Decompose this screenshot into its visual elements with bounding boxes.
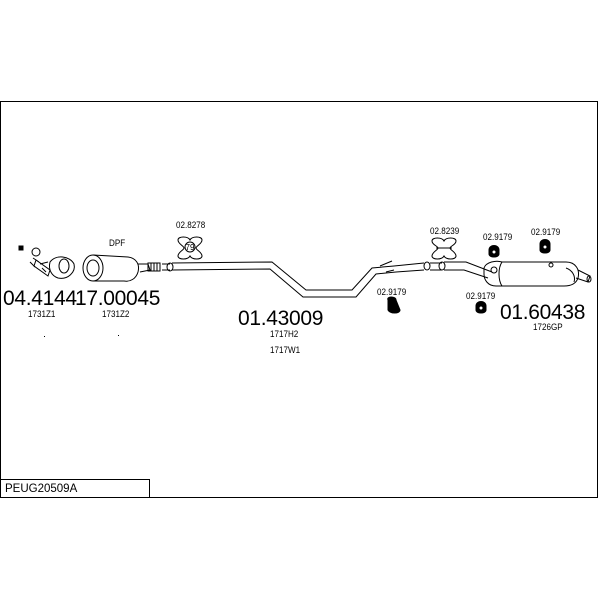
label-hanger-right-top2: 02.9179 (531, 227, 561, 238)
clamp-right-icon (431, 237, 457, 260)
middle-pipe-icon (162, 260, 431, 298)
label-clamp-left: 02.8278 (176, 220, 206, 231)
clamp-left-icon (177, 236, 203, 260)
hanger-mid-icon (387, 296, 401, 314)
code-catalyst: 1731Z1 (28, 309, 56, 320)
leader-dot (118, 335, 119, 336)
hanger-right-top2-icon (539, 239, 551, 254)
leader-dot (44, 336, 45, 337)
code-dpf: 1731Z2 (102, 309, 130, 320)
catalyst-icon (33, 256, 75, 279)
hanger-right-top1-icon (488, 245, 500, 258)
label-hanger-mid: 02.9179 (377, 287, 407, 298)
code-rear-silencer: 1726GP (533, 322, 563, 333)
dpf-icon (82, 254, 161, 282)
part-number-middle-pipe: 01.43009 (238, 307, 324, 330)
rear-silencer-icon (430, 260, 592, 287)
part-number-dpf: 17.00045 (75, 287, 161, 310)
label-hanger-right-top1: 02.9179 (483, 232, 513, 243)
reference-code-box: PEUG20509A (0, 479, 150, 498)
code-middle-pipe-2: 1717W1 (270, 345, 301, 356)
front-gasket-icon (18, 245, 41, 268)
diagram-frame (0, 101, 598, 498)
clamp-left-mark: 79 (186, 243, 195, 252)
label-clamp-right: 02.8239 (430, 226, 460, 237)
hanger-right-low-icon (475, 301, 487, 314)
label-dpf: DPF (109, 238, 126, 249)
part-number-rear-silencer: 01.60438 (500, 301, 586, 324)
label-hanger-right-low: 02.9179 (466, 291, 496, 302)
code-middle-pipe-1: 1717H2 (270, 329, 299, 340)
part-number-catalyst: 04.4144 (3, 287, 77, 310)
